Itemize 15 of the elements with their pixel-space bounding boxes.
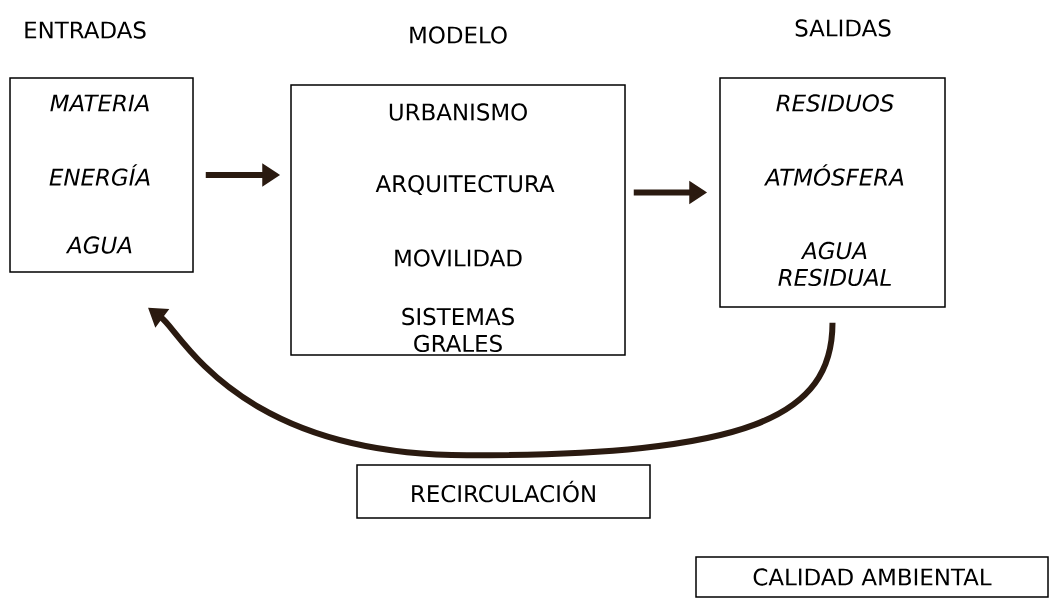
item-text: AGUA RESIDUAL	[778, 241, 891, 287]
item-text: AGUA	[65, 236, 132, 254]
item-text: ENERGÍA	[49, 164, 150, 186]
item-text: MOVILIDAD	[395, 249, 522, 267]
item-text: ARQUITECTURA	[375, 175, 555, 195]
item-text: MATERIA	[50, 94, 149, 112]
label-box: RECIRCULACIÓN	[356, 464, 651, 519]
heading-text: ENTRADAS	[25, 21, 146, 39]
item-text: URBANISMO	[389, 103, 527, 121]
item-text: ATMÓSFERA	[764, 164, 904, 186]
heading-text: MODELO	[410, 26, 507, 44]
item-text: RESIDUOS	[776, 94, 894, 112]
label-box: CALIDAD AMBIENTAL	[695, 556, 1049, 598]
item-text: SISTEMAS GRALES	[402, 307, 514, 353]
heading-text: SALIDAS	[795, 19, 891, 37]
